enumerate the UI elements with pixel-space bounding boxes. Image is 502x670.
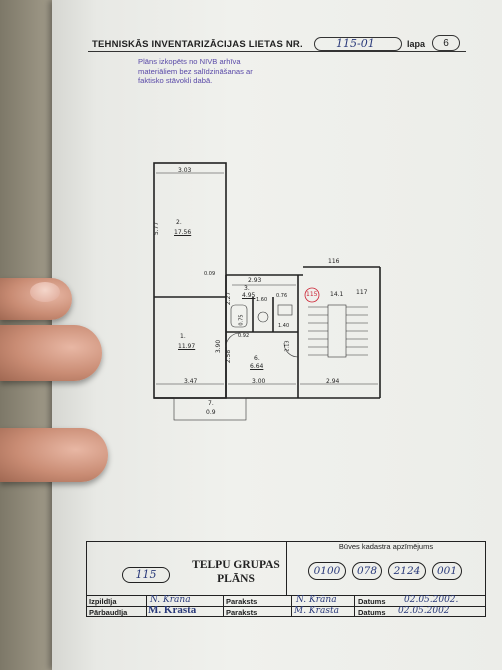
date-label-1: Datums (358, 597, 386, 606)
cadastre-label: Būves kadastra apzīmējums (338, 542, 434, 551)
wall-dim-b: 3.90 (215, 339, 223, 354)
finger-bottom (0, 428, 108, 482)
room1-label: 1. (180, 333, 186, 340)
balcony-area: 0.9 (206, 409, 216, 416)
floor-plan-drawing (153, 162, 381, 421)
balcony-label: 7. (208, 400, 214, 407)
room3-label: 3. (244, 285, 250, 292)
fingernail (30, 282, 60, 302)
made-by: M. Krasta (148, 604, 197, 616)
cadastre-part-3: 2124 (388, 562, 426, 580)
circled-number: 115 (306, 291, 318, 298)
plan-title-line1: TELPU GRUPAS (192, 559, 280, 571)
header-rule (88, 51, 466, 52)
room1-area: 11.97 (178, 343, 196, 350)
title-block-rule-2 (86, 606, 486, 607)
stair-label: 116 (328, 258, 340, 265)
dim-f: 1.60 (256, 297, 268, 303)
dim-j: 0.92 (238, 333, 250, 339)
room2-label: 2. (176, 219, 182, 226)
room2-height: 5.77 (153, 221, 161, 236)
stair-width: 2.94 (326, 378, 340, 385)
dim-h: 1.40 (278, 323, 290, 329)
title-block-col-2 (223, 595, 224, 617)
cadastre-part-4: 001 (432, 562, 462, 580)
room3-dim: 2.93 (248, 277, 262, 284)
date-1: 02.05.2002. (404, 595, 459, 605)
cadastre-part-2: 078 (352, 562, 382, 580)
group-number: 115 (122, 567, 170, 583)
signature-label-1: Paraksts (226, 597, 258, 606)
header-title: TEHNISKĀS INVENTARIZĀCIJAS LIETAS NR. (92, 39, 303, 50)
date-label-2: Datums (358, 608, 386, 617)
plan-title: TELPU GRUPAS PLĀNS (176, 558, 296, 586)
signature-1: N. Krāna (296, 595, 337, 605)
room3-area: 4.95 (242, 292, 256, 299)
date-2: 02.05.2002 (398, 606, 450, 616)
dim-g: 0.76 (276, 293, 288, 299)
page-number: 6 (432, 35, 460, 51)
signature-2: M. Krasta (294, 606, 339, 616)
wall-dim-c: 2.58 (225, 349, 233, 364)
case-number-box (314, 37, 402, 51)
made-label: Izpildīja (89, 597, 117, 606)
checked-label: Pārbaudīja (89, 608, 128, 617)
room-number-circle (304, 287, 320, 303)
dim-e: 0.75 (238, 314, 245, 326)
room2-width: 3.03 (178, 167, 192, 174)
document-page (52, 0, 502, 670)
stair-side: 117 (356, 289, 368, 296)
room6-area: 6.64 (250, 363, 264, 370)
outer-wall-left-block (153, 162, 227, 399)
title-block-rule-1 (86, 595, 486, 596)
title-block-col-1 (146, 595, 147, 617)
room6-width: 3.00 (252, 378, 266, 385)
title-block-col-3 (291, 595, 292, 617)
room6-label: 6. (254, 355, 260, 362)
dim-i: 2.13 (284, 340, 291, 352)
floor-plan: 3.03 5.77 2. 17.56 0.09 1. 11.97 3.47 3.… (148, 157, 388, 425)
title-block: 115 TELPU GRUPAS PLĀNS Būves kadastra ap… (86, 541, 486, 617)
archive-stamp: Plāns izkopēts no NIVB arhīva materiālie… (138, 57, 253, 86)
case-number: 115-01 (336, 37, 375, 50)
cadastre-part-1: 0100 (308, 562, 346, 580)
wall-dim-d: 2.27 (225, 291, 233, 306)
page-label: lapa (407, 39, 426, 49)
room1-width: 3.47 (184, 378, 198, 385)
room2-area: 17.56 (174, 229, 192, 236)
finger-top (0, 278, 72, 320)
wall-dim-a: 0.09 (204, 271, 216, 277)
finger-middle (0, 325, 102, 381)
title-block-col-4 (354, 595, 355, 617)
made-sign: N. Krāna (150, 595, 191, 605)
plan-title-line2: PLĀNS (217, 573, 255, 585)
stair-area: 14.1 (330, 291, 344, 298)
signature-label-2: Paraksts (226, 608, 258, 617)
